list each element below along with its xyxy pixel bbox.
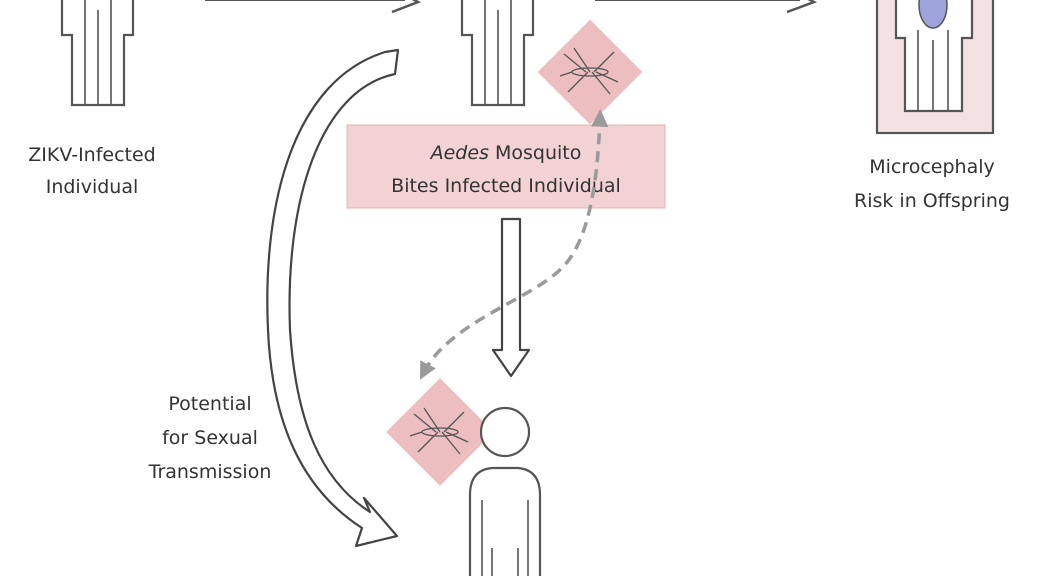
- top-arrow-right: [595, 0, 818, 14]
- bottom-individual-figure: [468, 406, 542, 576]
- sexual-transmission-label-line3: Transmission: [148, 461, 272, 483]
- mosquito-transmission-dashed-arrow: [419, 109, 609, 380]
- sexual-transmission-arrow: [266, 48, 400, 548]
- mosquito-bite-label-line2: Bites Infected Individual: [391, 175, 621, 197]
- downward-arrow: [491, 217, 531, 378]
- sexual-transmission-label-line1: Potential: [168, 393, 251, 415]
- microcephaly-label-line2: Risk in Offspring: [854, 190, 1010, 212]
- infected-individual-label-line1: ZIKV-Infected: [28, 144, 156, 166]
- mosquito-icon: [537, 19, 643, 125]
- fetus-icon: [918, 0, 948, 29]
- mosquito-icon-lower: [386, 378, 494, 486]
- mosquito-bite-label-line1: Aedes Mosquito: [429, 142, 582, 164]
- mosquito-bite-label-box: Aedes Mosquito Bites Infected Individual: [346, 124, 666, 209]
- second-individual-figure: [460, 0, 535, 107]
- top-arrow-left: [205, 0, 421, 14]
- sexual-transmission-label-line2: for Sexual: [162, 427, 258, 449]
- infected-individual-label-line2: Individual: [46, 176, 139, 198]
- pregnant-individual-figure: [875, 0, 995, 135]
- infected-individual-figure: [60, 0, 135, 107]
- microcephaly-label-line1: Microcephaly: [869, 156, 995, 178]
